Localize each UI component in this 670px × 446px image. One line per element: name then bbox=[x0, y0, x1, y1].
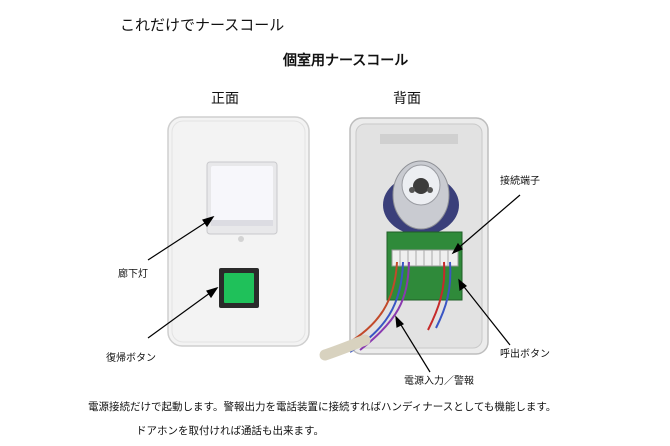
front-plate bbox=[167, 116, 310, 347]
callout-call-button: 呼出ボタン bbox=[500, 349, 550, 360]
lamp-socket bbox=[383, 160, 459, 235]
callout-reset-button: 復帰ボタン bbox=[106, 353, 156, 364]
footer-line-2: ドアホンを取付ければ通話も出来ます。 bbox=[136, 425, 324, 437]
callout-hallway-light: 廊下灯 bbox=[118, 269, 148, 280]
callout-power-alarm: 電源入力／警報 bbox=[404, 376, 474, 387]
arrow-power-alarm bbox=[397, 319, 431, 373]
front-view-label: 正面 bbox=[211, 91, 239, 107]
page-title: これだけでナースコール bbox=[120, 16, 285, 34]
hallway-lamp bbox=[206, 161, 278, 235]
arrow-terminal bbox=[455, 194, 521, 251]
arrow-reset-button bbox=[147, 289, 215, 339]
power-cable bbox=[319, 334, 371, 361]
arrow-call-button bbox=[460, 282, 511, 346]
back-plate bbox=[319, 117, 489, 361]
page-subtitle: 個室用ナースコール bbox=[283, 53, 409, 69]
arrow-hallway-light bbox=[147, 218, 212, 261]
screw-icon bbox=[238, 236, 244, 242]
callout-terminal: 接続端子 bbox=[500, 176, 540, 187]
reset-button[interactable] bbox=[219, 268, 259, 308]
back-view-label: 背面 bbox=[393, 91, 421, 107]
footer-line-1: 電源接続だけで起動します。警報出力を電話装置に接続すればハンディナースとしても機… bbox=[88, 401, 557, 413]
